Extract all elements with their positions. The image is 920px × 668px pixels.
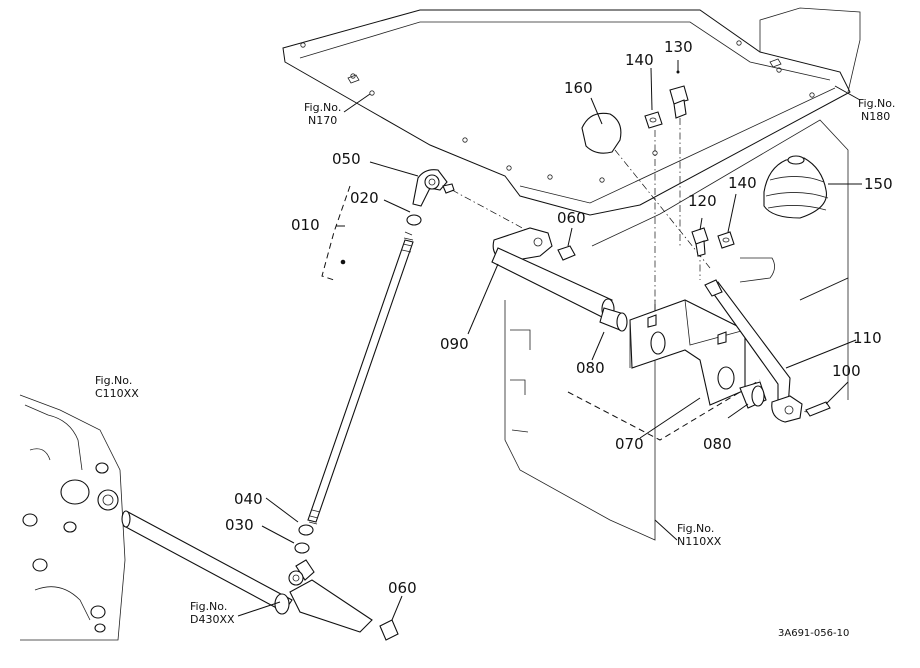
rod-end-upper — [412, 169, 455, 207]
figure-ref-c110xx-line2: C110XX — [95, 387, 139, 400]
boot-150 — [763, 155, 829, 219]
nut-140-lower — [717, 231, 735, 249]
figure-ref-n110xx-line2: N110XX — [677, 535, 722, 548]
part-label-130[interactable]: 130 — [664, 38, 693, 56]
knob-160 — [581, 112, 622, 154]
part-label-040[interactable]: 040 — [234, 490, 263, 508]
part-label-050[interactable]: 050 — [332, 150, 361, 168]
pin-100 — [805, 401, 831, 417]
bushing-080-left — [599, 307, 628, 332]
nut-140-upper — [644, 111, 663, 129]
part-label-140-lower[interactable]: 140 — [728, 174, 757, 192]
figure-ref-c110xx-line1: Fig.No. — [95, 374, 133, 387]
part-label-110[interactable]: 110 — [853, 329, 882, 347]
cross-shaft — [491, 227, 615, 320]
part-label-020[interactable]: 020 — [350, 189, 379, 207]
part-label-120[interactable]: 120 — [688, 192, 717, 210]
figure-ref-n110xx-line1: Fig.No. — [677, 522, 715, 535]
part-label-090[interactable]: 090 — [440, 335, 469, 353]
bolt-130 — [669, 70, 689, 119]
figure-ref-n180-line1: Fig.No. — [858, 97, 896, 110]
lower-shaft — [121, 510, 373, 633]
part-label-070[interactable]: 070 — [615, 435, 644, 453]
part-label-010[interactable]: 010 — [291, 216, 320, 234]
left-housing — [19, 394, 126, 641]
bolt-120 — [691, 227, 709, 257]
part-label-150[interactable]: 150 — [864, 175, 893, 193]
figure-ref-n170-line1: Fig.No. — [304, 101, 342, 114]
part-label-030[interactable]: 030 — [225, 516, 254, 534]
figure-ref-n170-line2: N170 — [308, 114, 338, 127]
figure-ref-d430xx-line1: Fig.No. — [190, 600, 228, 613]
part-label-100[interactable]: 100 — [832, 362, 861, 380]
assembly-bracket-010 — [321, 185, 351, 281]
bracket-group-outline — [567, 379, 761, 441]
assembly-dot — [340, 259, 346, 265]
shift-lever — [704, 279, 803, 423]
figure-ref-n170[interactable]: Fig.No. N170 — [304, 101, 341, 127]
nut-060-lower — [379, 619, 399, 641]
leader-lines — [237, 60, 862, 621]
figure-ref-c110xx[interactable]: Fig.No. C110XX — [95, 374, 139, 400]
part-label-060-upper[interactable]: 060 — [557, 209, 586, 227]
nut-060-upper — [557, 245, 576, 261]
figure-ref-d430xx-line2: D430XX — [190, 613, 235, 626]
part-label-140-upper[interactable]: 140 — [625, 51, 654, 69]
floor-plate — [282, 7, 861, 216]
transmission-housing — [504, 119, 849, 541]
lock-nut-020 — [406, 214, 422, 226]
bushing-080-right — [739, 381, 767, 409]
figure-ref-n180-line2: N180 — [861, 110, 891, 123]
control-rod — [307, 231, 414, 525]
figure-ref-n110xx[interactable]: Fig.No. N110XX — [677, 522, 721, 548]
part-label-060-lower[interactable]: 060 — [388, 579, 417, 597]
figure-ref-n180[interactable]: Fig.No. N180 — [858, 97, 895, 123]
part-label-080-right[interactable]: 080 — [703, 435, 732, 453]
rod-end-lower — [288, 524, 315, 586]
part-label-160[interactable]: 160 — [564, 79, 593, 97]
part-label-080-left[interactable]: 080 — [576, 359, 605, 377]
figure-ref-d430xx[interactable]: Fig.No. D430XX — [190, 600, 235, 626]
drawing-code: 3A691-056-10 — [778, 628, 850, 639]
bracket-070 — [629, 299, 746, 406]
